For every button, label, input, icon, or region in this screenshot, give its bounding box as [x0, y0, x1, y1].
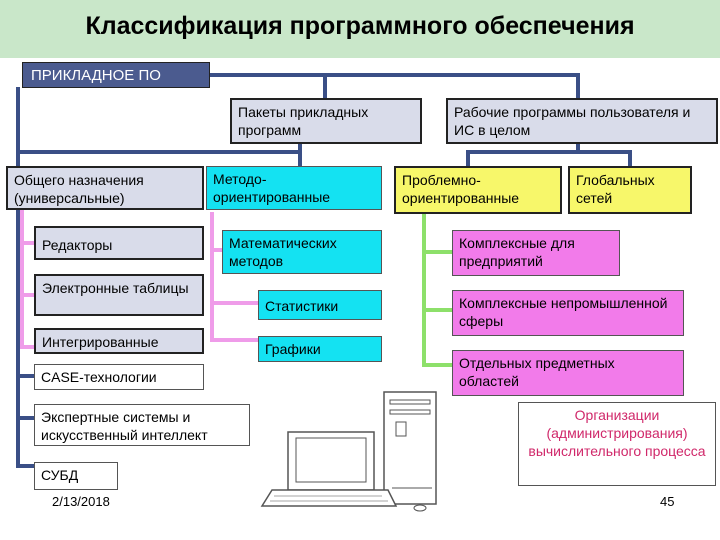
title-bar [0, 0, 720, 58]
graphics-node: Графики [258, 336, 382, 362]
editors-node: Редакторы [34, 226, 204, 260]
enterprise-complex-node: Комплексные для предприятий [452, 230, 620, 276]
problem-oriented-node: Проблемно-ориентированные [394, 166, 562, 214]
admin-node: Организации (администрирования) вычислит… [518, 402, 716, 486]
packages-node: Пакеты прикладных программ [230, 98, 422, 144]
spreadsheets-node: Электронные таблицы [34, 274, 204, 316]
page-number: 45 [660, 494, 675, 509]
nonindustrial-complex-node: Комплексные непромышленной сферы [452, 290, 684, 336]
root-node: ПРИКЛАДНОЕ ПО [22, 62, 210, 88]
method-oriented-node: Методо-ориентированные [206, 166, 382, 210]
integrated-node: Интегрированные [34, 328, 204, 354]
global-networks-node: Глобальных сетей [568, 166, 692, 214]
date-label: 2/13/2018 [52, 494, 110, 509]
user-programs-node: Рабочие программы пользователя и ИС в це… [446, 98, 718, 144]
dbms-node: СУБД [34, 462, 118, 490]
subject-areas-node: Отдельных предметных областей [452, 350, 684, 396]
case-tech-node: CASE-технологии [34, 364, 204, 390]
statistics-node: Статистики [258, 290, 382, 320]
page-title: Классификация программного обеспечения [85, 12, 635, 40]
math-methods-node: Математических методов [222, 230, 382, 274]
expert-systems-node: Экспертные системы и искусственный интел… [34, 404, 250, 446]
general-purpose-node: Общего назначения (универсальные) [6, 166, 204, 210]
computer-illustration [260, 391, 437, 512]
